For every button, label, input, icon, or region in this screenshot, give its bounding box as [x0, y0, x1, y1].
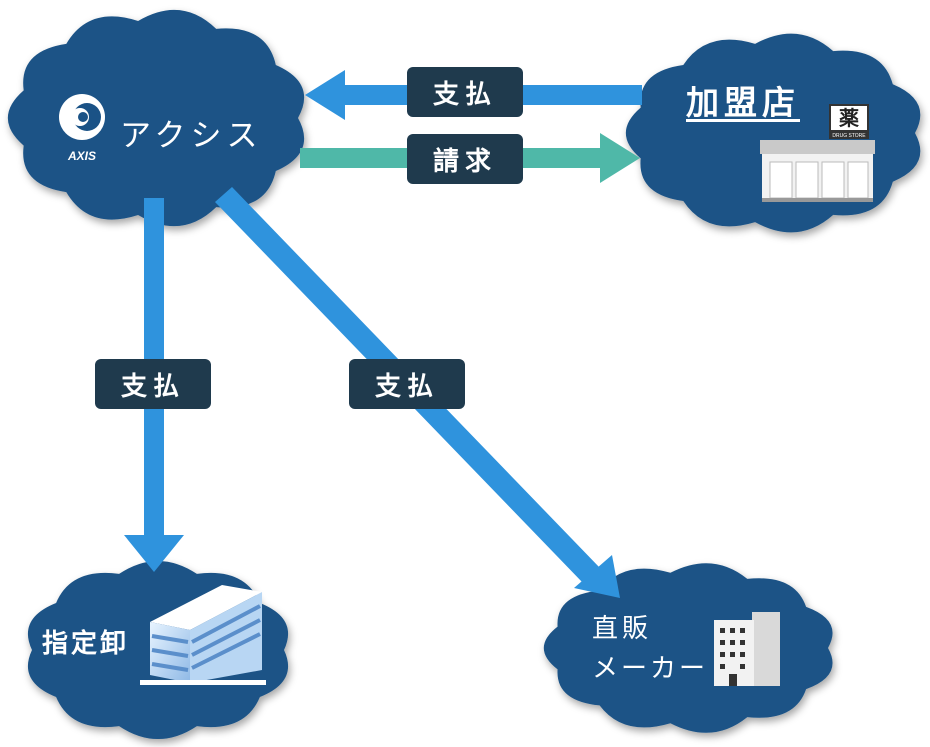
- maker-cloud: [543, 563, 833, 733]
- axis-logo-text: AXIS: [67, 149, 96, 163]
- axis-node-label: アクシス: [120, 118, 263, 154]
- tower-building-icon: [714, 612, 780, 686]
- maker-node-label-line2: メーカー: [592, 654, 709, 684]
- axis-cloud: [7, 9, 305, 227]
- member-store-cloud: [625, 33, 921, 233]
- flow-label-invoice-from-store: 請求: [407, 134, 523, 184]
- flow-label-payment-to-store: 支払: [407, 67, 523, 117]
- axis-logo-icon: AXIS: [59, 94, 105, 163]
- flow-label-payment-to-maker: 支払: [349, 359, 465, 409]
- office-building-icon: [140, 585, 266, 685]
- store-subtext: DRUG STORE: [832, 133, 866, 139]
- flow-label-payment-to-wholesaler: 支払: [95, 359, 211, 409]
- drugstore-icon: 薬 DRUG STORE: [760, 104, 875, 202]
- store-sign-text: 薬: [839, 106, 859, 130]
- maker-node-label-line1: 直販: [592, 614, 653, 644]
- wholesaler-node-label: 指定卸: [42, 629, 130, 659]
- member-store-node-label: 加盟店: [686, 83, 800, 122]
